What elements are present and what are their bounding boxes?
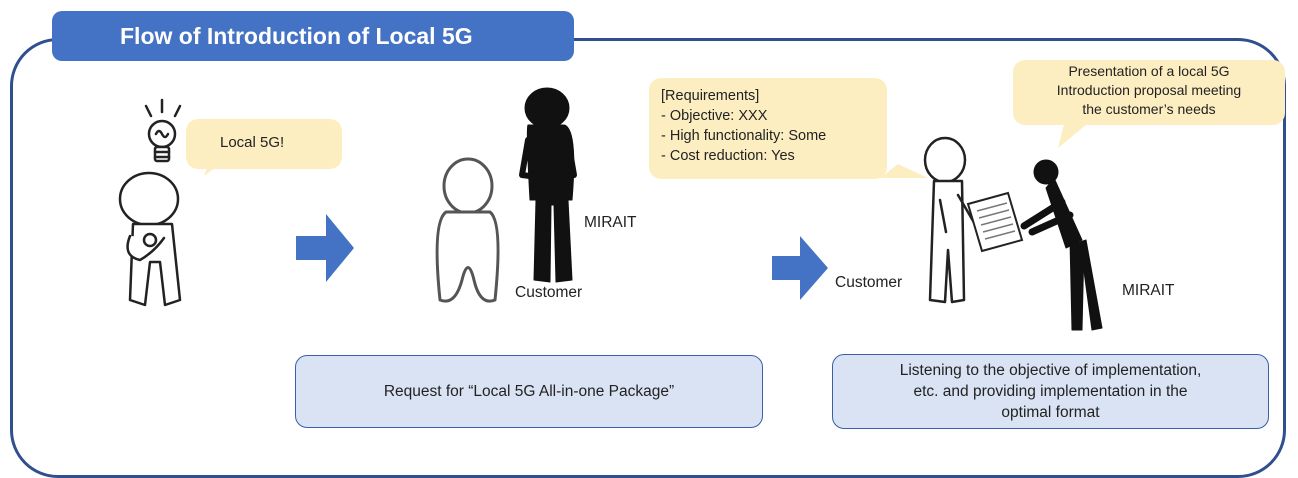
- customer-figure-2: [923, 136, 978, 304]
- bubble-pres-tail: [1058, 120, 1092, 148]
- requirements-line: [Requirements]: [661, 88, 760, 104]
- requirements-line: - Objective: XXX: [661, 108, 768, 124]
- request-box-text: Request for “Local 5G All-in-one Package…: [383, 383, 675, 400]
- speech-bubble-text: Local 5G!: [220, 134, 285, 151]
- presentation-line: Introduction proposal meeting: [1056, 82, 1242, 98]
- listening-box: Listening to the objective of implementa…: [832, 354, 1269, 429]
- mirait-figure-2: [1020, 159, 1103, 331]
- requirements-bubble: [Requirements] - Objective: XXX - High f…: [649, 78, 887, 179]
- illustrations: [118, 87, 1103, 331]
- speech-bubble-local5g: Local 5G!: [186, 119, 342, 169]
- idea-person-figure: [118, 98, 182, 307]
- label-customer-scene2: Customer: [515, 284, 583, 301]
- flow-arrow-1: [296, 214, 354, 282]
- listening-line: Listening to the objective of implementa…: [899, 362, 1202, 379]
- document-icon: [966, 191, 1024, 253]
- listening-line: optimal format: [1001, 404, 1100, 421]
- bubble-req-tail: [880, 164, 928, 178]
- label-customer-scene3: Customer: [835, 274, 903, 291]
- label-mirait-scene3: MIRAIT: [1122, 282, 1175, 299]
- presentation-line: the customer’s needs: [1082, 101, 1216, 117]
- label-mirait-scene2: MIRAIT: [584, 214, 637, 231]
- flow-arrow-2: [772, 236, 828, 300]
- presentation-line: Presentation of a local 5G: [1068, 63, 1230, 79]
- request-box: Request for “Local 5G All-in-one Package…: [295, 355, 763, 428]
- mirait-figure-1: [519, 87, 577, 283]
- listening-line: etc. and providing implementation in the: [913, 383, 1188, 400]
- presentation-bubble: Presentation of a local 5G Introduction …: [1013, 60, 1285, 125]
- diagram-title: Flow of Introduction of Local 5G: [52, 11, 574, 61]
- requirements-line: - Cost reduction: Yes: [661, 148, 795, 164]
- requirements-line: - High functionality: Some: [661, 128, 827, 144]
- customer-figure-1: [435, 157, 500, 303]
